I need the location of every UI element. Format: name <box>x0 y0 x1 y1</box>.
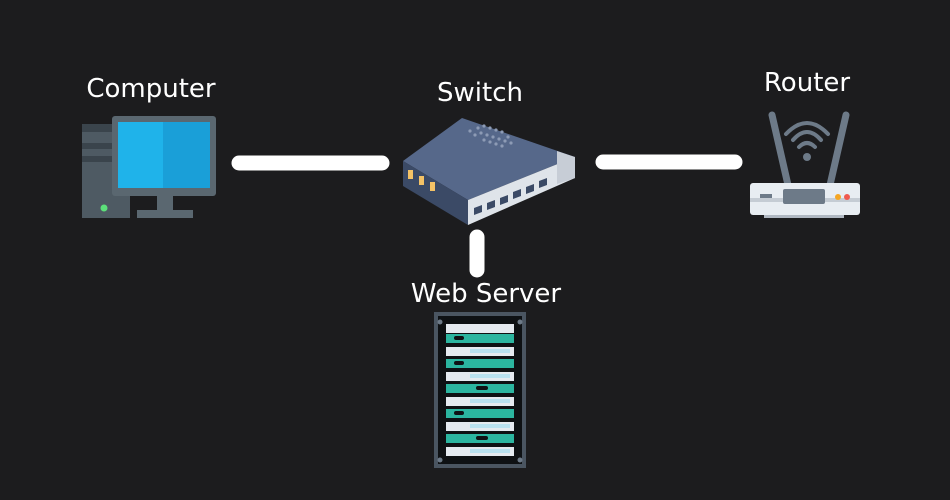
wifi-router-icon <box>750 111 860 218</box>
node-label-router: Router <box>763 68 851 98</box>
server-rack-icon <box>434 312 526 468</box>
node-label-web-server: Web Server <box>410 279 562 309</box>
desktop-computer-icon <box>82 116 216 218</box>
node-label-switch: Switch <box>437 78 523 108</box>
network-switch-icon <box>403 118 575 225</box>
node-label-computer: Computer <box>86 74 216 104</box>
